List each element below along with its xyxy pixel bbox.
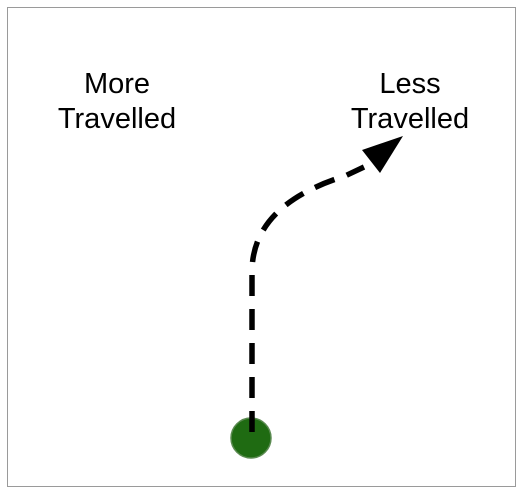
more-travelled-line2: Travelled: [57, 103, 177, 135]
less-travelled-label: Less Travelled: [310, 67, 510, 137]
more-travelled-label: More Travelled: [17, 67, 217, 137]
less-travelled-line2: Travelled: [350, 103, 470, 135]
less-travelled-line1: Less: [379, 68, 441, 100]
dashed-path-line: [249, 164, 366, 432]
more-travelled-line1: More: [83, 68, 151, 100]
diagram-frame: [7, 7, 516, 487]
arrowhead-icon: [362, 136, 403, 173]
